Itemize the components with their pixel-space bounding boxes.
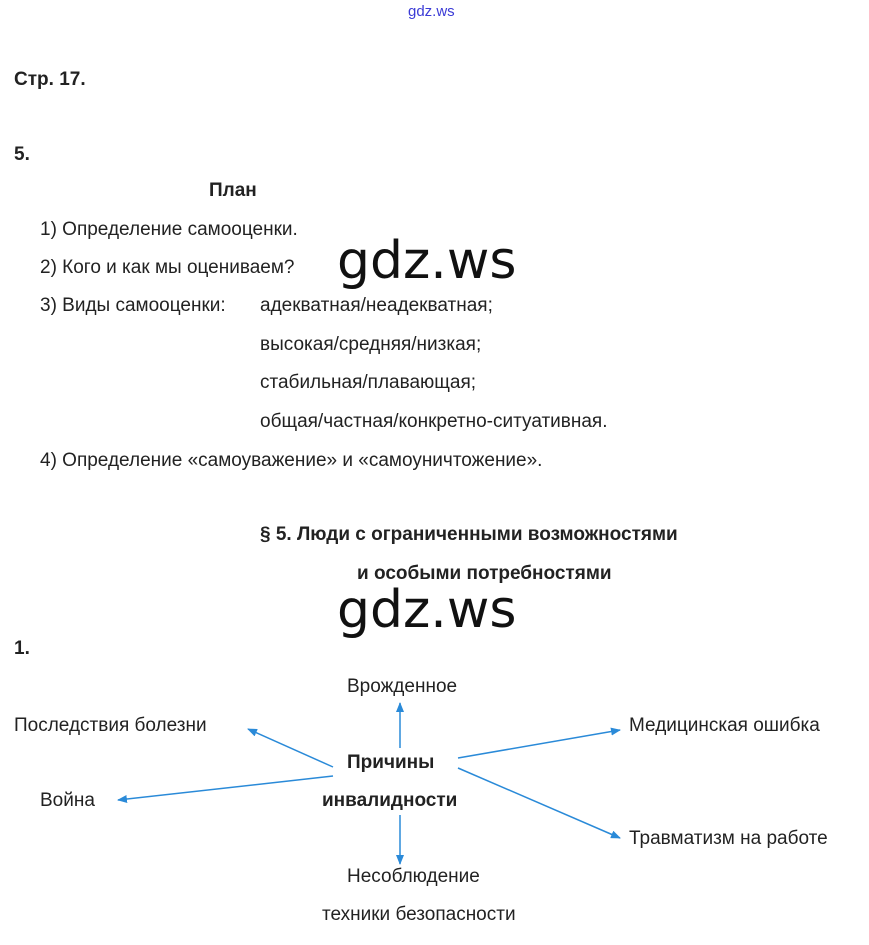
cause-left-top: Последствия болезни (14, 715, 207, 736)
watermark-large: gdz.ws (337, 231, 517, 291)
section-title: § 5. Люди с ограниченными возможностями (260, 524, 678, 545)
plan-item: 3) Виды самооценки: (40, 295, 226, 316)
diagram-center-line2: инвалидности (322, 790, 458, 811)
plan-title: План (209, 180, 257, 201)
arrow-left-bottom (117, 775, 334, 803)
watermark-small: gdz.ws (408, 3, 455, 20)
kind-item: общая/частная/конкретно-ситуативная. (260, 411, 608, 432)
kind-item: стабильная/плавающая; (260, 372, 477, 393)
diagram-center: Причины (347, 752, 435, 773)
cause-bottom: Несоблюдение (347, 866, 480, 887)
kind-item: высокая/средняя/низкая; (260, 334, 482, 355)
task-number: 1. (14, 638, 30, 659)
cause-bottom-line2: техники безопасности (322, 904, 516, 925)
section-title-line2: и особыми потребностями (357, 563, 612, 584)
plan-item: 2) Кого и как мы оцениваем? (40, 257, 295, 278)
arrow-left-top (247, 728, 334, 768)
page-label: Стр. 17. (14, 69, 86, 90)
plan-item: 1) Определение самооценки. (40, 219, 298, 240)
arrow-right-bottom (457, 767, 621, 839)
cause-right-bottom: Травматизм на работе (629, 828, 828, 849)
cause-top: Врожденное (347, 676, 458, 697)
arrow-right-top (457, 727, 621, 759)
kind-item: адекватная/неадекватная; (260, 295, 493, 316)
watermark-large: gdz.ws (337, 580, 517, 640)
task-number: 5. (14, 144, 30, 165)
cause-right-top: Медицинская ошибка (629, 715, 820, 736)
plan-item: 4) Определение «самоуважение» и «самоуни… (40, 450, 543, 471)
cause-left-bottom: Война (40, 790, 95, 811)
